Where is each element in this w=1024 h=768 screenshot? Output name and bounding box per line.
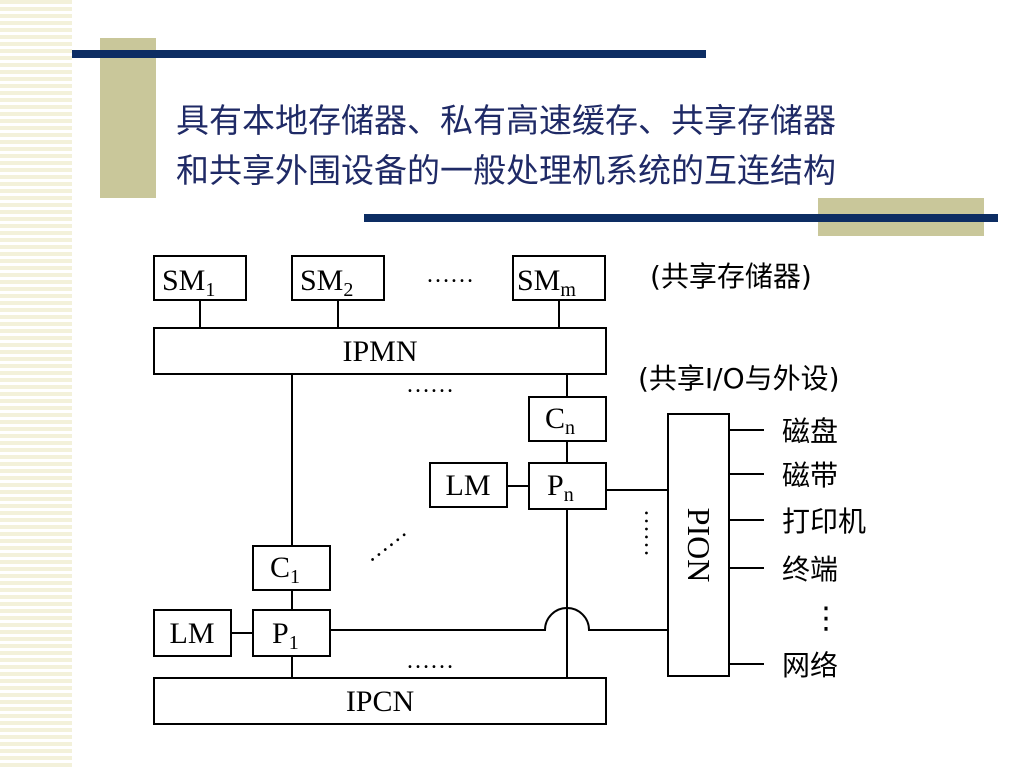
accent-block-top bbox=[100, 38, 156, 198]
title-rule-bottom bbox=[364, 214, 998, 222]
device-printer: 打印机 bbox=[782, 505, 866, 538]
title-line-2: 和共享外围设备的一般处理机系统的互连结构 bbox=[176, 151, 836, 190]
device-network: 网络 bbox=[782, 649, 838, 682]
ipcn-ellipsis: …… bbox=[406, 648, 454, 674]
title-line-1: 具有本地存储器、私有高速缓存、共享存储器 bbox=[176, 101, 836, 140]
diagonal-ellipsis: …… bbox=[358, 517, 412, 567]
lm-1-label: LM bbox=[170, 617, 215, 650]
sm2-label: SM2 bbox=[300, 264, 353, 301]
pion-box bbox=[667, 413, 730, 677]
device-ellipsis: ⋮ bbox=[811, 601, 841, 636]
lm-n-label: LM bbox=[446, 469, 491, 502]
proc-n-label: Pn bbox=[547, 469, 574, 506]
left-stripe-decoration bbox=[0, 0, 72, 768]
ipcn-label: IPCN bbox=[346, 685, 414, 718]
sm-ellipsis: …… bbox=[426, 262, 474, 288]
smm-label: SMm bbox=[517, 264, 576, 301]
device-disk: 磁盘 bbox=[782, 415, 838, 448]
cache-n-label: Cn bbox=[545, 402, 575, 439]
device-terminal: 终端 bbox=[782, 553, 838, 586]
slide-title: 具有本地存储器、私有高速缓存、共享存储器 和共享外围设备的一般处理机系统的互连结… bbox=[176, 96, 996, 196]
shared-io-note: (共享I/O与外设) bbox=[638, 362, 840, 395]
shared-memory-note: (共享存储器) bbox=[650, 260, 812, 293]
ipcn-box bbox=[153, 677, 607, 725]
ipmn-label: IPMN bbox=[342, 335, 417, 368]
proc-1-label: P1 bbox=[272, 617, 299, 654]
ipmn-ellipsis: …… bbox=[406, 372, 454, 398]
pion-label: PION bbox=[681, 508, 717, 583]
cache-1-label: C1 bbox=[270, 551, 300, 588]
device-tape: 磁带 bbox=[782, 459, 838, 492]
title-rule-top bbox=[72, 50, 706, 58]
pion-ellipsis: …… bbox=[639, 509, 665, 557]
ipmn-box bbox=[153, 327, 607, 375]
sm1-label: SM1 bbox=[162, 264, 215, 301]
